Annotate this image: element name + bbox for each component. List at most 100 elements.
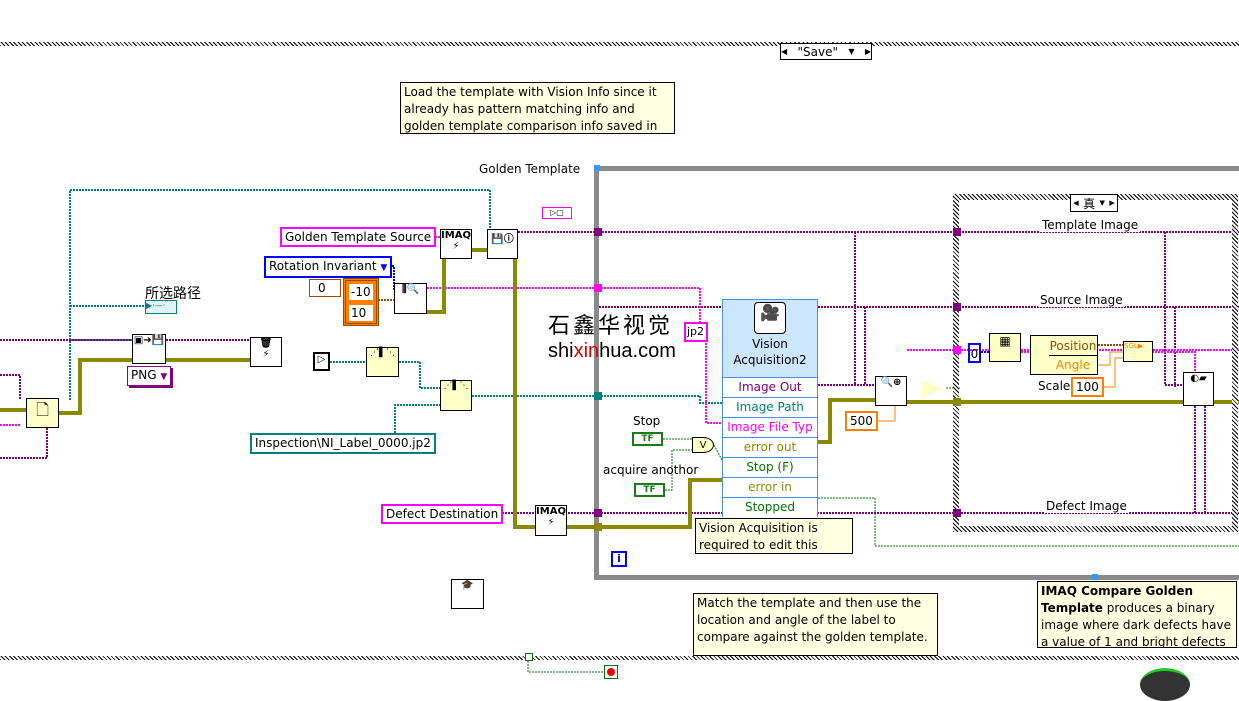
increment-arrow-icon[interactable]: ▶ bbox=[864, 47, 871, 56]
case-value: 真 bbox=[1083, 196, 1096, 211]
watermark-url-part: shi bbox=[548, 340, 574, 362]
watermark-cn: 石鑫华视觉 bbox=[548, 314, 674, 339]
imaq-label: IMAQ bbox=[536, 506, 566, 517]
range-cluster: -10 10 bbox=[343, 278, 379, 326]
increment-arrow-icon[interactable]: ▶ bbox=[1109, 199, 1115, 207]
file-dialog-node[interactable]: 🗋 bbox=[26, 398, 59, 428]
index-array-node[interactable]: ▦ bbox=[989, 333, 1021, 362]
index-zero-constant[interactable]: 0 bbox=[968, 343, 981, 363]
stop-label: Stop bbox=[633, 414, 661, 428]
template-image-label: Template Image bbox=[1040, 218, 1141, 232]
dropdown-arrow-icon[interactable]: ▼ bbox=[1099, 199, 1105, 207]
loop-handle-icon[interactable] bbox=[1092, 574, 1098, 580]
stop-button-icon[interactable] bbox=[604, 665, 618, 679]
path-constant-node[interactable]: ▷ bbox=[313, 352, 330, 371]
decrement-arrow-icon[interactable]: ◀ bbox=[781, 47, 788, 56]
unbundle-angle: Angle bbox=[1055, 358, 1091, 372]
pattern-match-node[interactable]: 🔍⊕ bbox=[875, 376, 907, 406]
imaq-read-node[interactable]: IMAQ⚡ bbox=[440, 229, 472, 259]
path-indicator[interactable]: ▶·—· bbox=[145, 300, 177, 314]
selected-path-label: 所选路径 bbox=[145, 286, 201, 302]
case-selector-top[interactable]: ◀ "Save" ▼ ▶ bbox=[780, 43, 872, 60]
compare-golden-template-node[interactable]: ◐▰ bbox=[1183, 372, 1214, 406]
image-type-constant[interactable]: ▷▢ bbox=[542, 207, 572, 219]
comment-compare: IMAQ Compare Golden Template produces a … bbox=[1037, 581, 1237, 648]
timeout-constant[interactable]: 500 bbox=[845, 411, 878, 431]
terminal-error-in[interactable]: error in bbox=[723, 477, 817, 497]
wire-junction bbox=[525, 653, 533, 661]
stop-boolean-constant[interactable]: TF bbox=[632, 432, 663, 446]
tunnel bbox=[594, 523, 602, 531]
rotation-invariant-enum[interactable]: Rotation Invariant ▼ bbox=[264, 256, 393, 278]
build-path-node[interactable]: ⋰▌⋱ bbox=[366, 347, 399, 377]
watermark: 石鑫华视觉 shixinhua.com bbox=[548, 314, 718, 362]
tunnel bbox=[594, 392, 602, 400]
graduation-cap-icon: 🎓 bbox=[461, 580, 474, 591]
tunnel bbox=[953, 398, 961, 406]
loop-handle-icon[interactable] bbox=[594, 165, 600, 171]
tunnel bbox=[594, 284, 602, 292]
dropdown-arrow-icon[interactable]: ▼ bbox=[848, 47, 855, 56]
compare-rest: produces a binary image where dark defec… bbox=[1041, 601, 1231, 648]
case-value: "Save" bbox=[797, 44, 839, 59]
terminal-image-path[interactable]: Image Path bbox=[723, 397, 817, 417]
range-min[interactable]: -10 bbox=[348, 283, 374, 301]
enum-value: PNG bbox=[131, 368, 157, 382]
save-vision-info-node[interactable]: 💾ⓘ bbox=[487, 229, 518, 259]
vision-acquisition-express-vi[interactable]: 🎥 Vision Acquisition2 Image Out Image Pa… bbox=[722, 299, 818, 517]
terminal-error-out[interactable]: error out bbox=[723, 437, 817, 457]
tunnel bbox=[953, 509, 961, 517]
enum-value: Rotation Invariant bbox=[269, 259, 377, 273]
watermark-url-part: xin bbox=[573, 340, 600, 362]
tunnel bbox=[594, 509, 602, 517]
tunnel bbox=[953, 303, 961, 311]
image-save-icon: ▣➔💾 bbox=[133, 335, 165, 346]
terminal-image-file-type[interactable]: Image File Typ bbox=[723, 417, 817, 437]
dropdown-arrow-icon[interactable]: ▼ bbox=[380, 263, 388, 273]
source-image-label: Source Image bbox=[1038, 293, 1125, 307]
range-max[interactable]: 10 bbox=[348, 304, 374, 322]
jp2-constant[interactable]: jp2 bbox=[684, 322, 708, 342]
scale-constant[interactable]: 100 bbox=[1071, 377, 1104, 397]
magnifier-icon: 🔍⊕ bbox=[880, 377, 902, 388]
decrement-arrow-icon[interactable]: ◀ bbox=[1073, 199, 1079, 207]
terminal-stopped[interactable]: Stopped bbox=[723, 497, 817, 517]
acquire-boolean-constant[interactable]: TF bbox=[634, 483, 665, 497]
dropdown-arrow-icon[interactable]: ▼ bbox=[160, 372, 168, 382]
split-icon: ⋰▌⋱ bbox=[370, 348, 395, 358]
trash-icon: 🗑⚡ bbox=[259, 338, 273, 360]
camera-icon: 🎥 bbox=[754, 302, 786, 334]
build-path-node-2[interactable]: ⋰▌⋱ bbox=[440, 380, 472, 411]
watermark-url-part: hua.com bbox=[599, 340, 676, 362]
acquire-another-label: acquire anothor bbox=[603, 463, 699, 477]
pattern-match-setup-node[interactable]: ⫼🔍 bbox=[394, 283, 427, 314]
defect-destination-control[interactable]: Defect Destination bbox=[381, 504, 504, 524]
close-vision-node[interactable]: 🎓 bbox=[451, 579, 484, 609]
bundle-node[interactable]: SGL▶ bbox=[1123, 341, 1153, 362]
terminal-image-out[interactable]: Image Out bbox=[723, 377, 817, 397]
while-loop[interactable] bbox=[594, 166, 1239, 580]
greater-than-zero-node[interactable] bbox=[921, 379, 943, 399]
terminal-stop[interactable]: Stop (F) bbox=[723, 457, 817, 477]
zero-numeric[interactable]: 0 bbox=[309, 279, 341, 297]
golden-template-source-control[interactable]: Golden Template Source bbox=[280, 227, 437, 247]
scale-label: Scale bbox=[1038, 379, 1071, 393]
write-file-node[interactable]: ▣➔💾 bbox=[132, 334, 166, 364]
comment-match: Match the template and then use the loca… bbox=[693, 593, 938, 656]
inspection-path-constant[interactable]: Inspection\NI_Label_0000.jp2 bbox=[250, 433, 436, 454]
dispose-node[interactable]: 🗑⚡ bbox=[250, 337, 282, 367]
vision-acquisition-title: Vision Acquisition2 bbox=[733, 337, 807, 367]
tunnel bbox=[953, 346, 961, 354]
unbundle-by-name[interactable]: Position Angle bbox=[1030, 335, 1098, 375]
compare-icon: ◐▰ bbox=[1190, 373, 1207, 384]
split-icon: ⋰▌⋱ bbox=[443, 381, 469, 391]
magnifier-icon: ⫼🔍 bbox=[401, 284, 420, 295]
inner-case-selector[interactable]: ◀ 真 ▼ ▶ bbox=[1070, 194, 1118, 212]
png-enum[interactable]: PNG ▼ bbox=[127, 366, 172, 386]
imaq-create-node[interactable]: IMAQ⚡ bbox=[535, 505, 567, 536]
comment-load-template: Load the template with Vision Info since… bbox=[400, 82, 675, 134]
iteration-terminal: i bbox=[611, 551, 627, 567]
or-node[interactable]: V bbox=[692, 437, 714, 453]
top-border bbox=[0, 42, 1239, 46]
tunnel bbox=[594, 228, 602, 236]
